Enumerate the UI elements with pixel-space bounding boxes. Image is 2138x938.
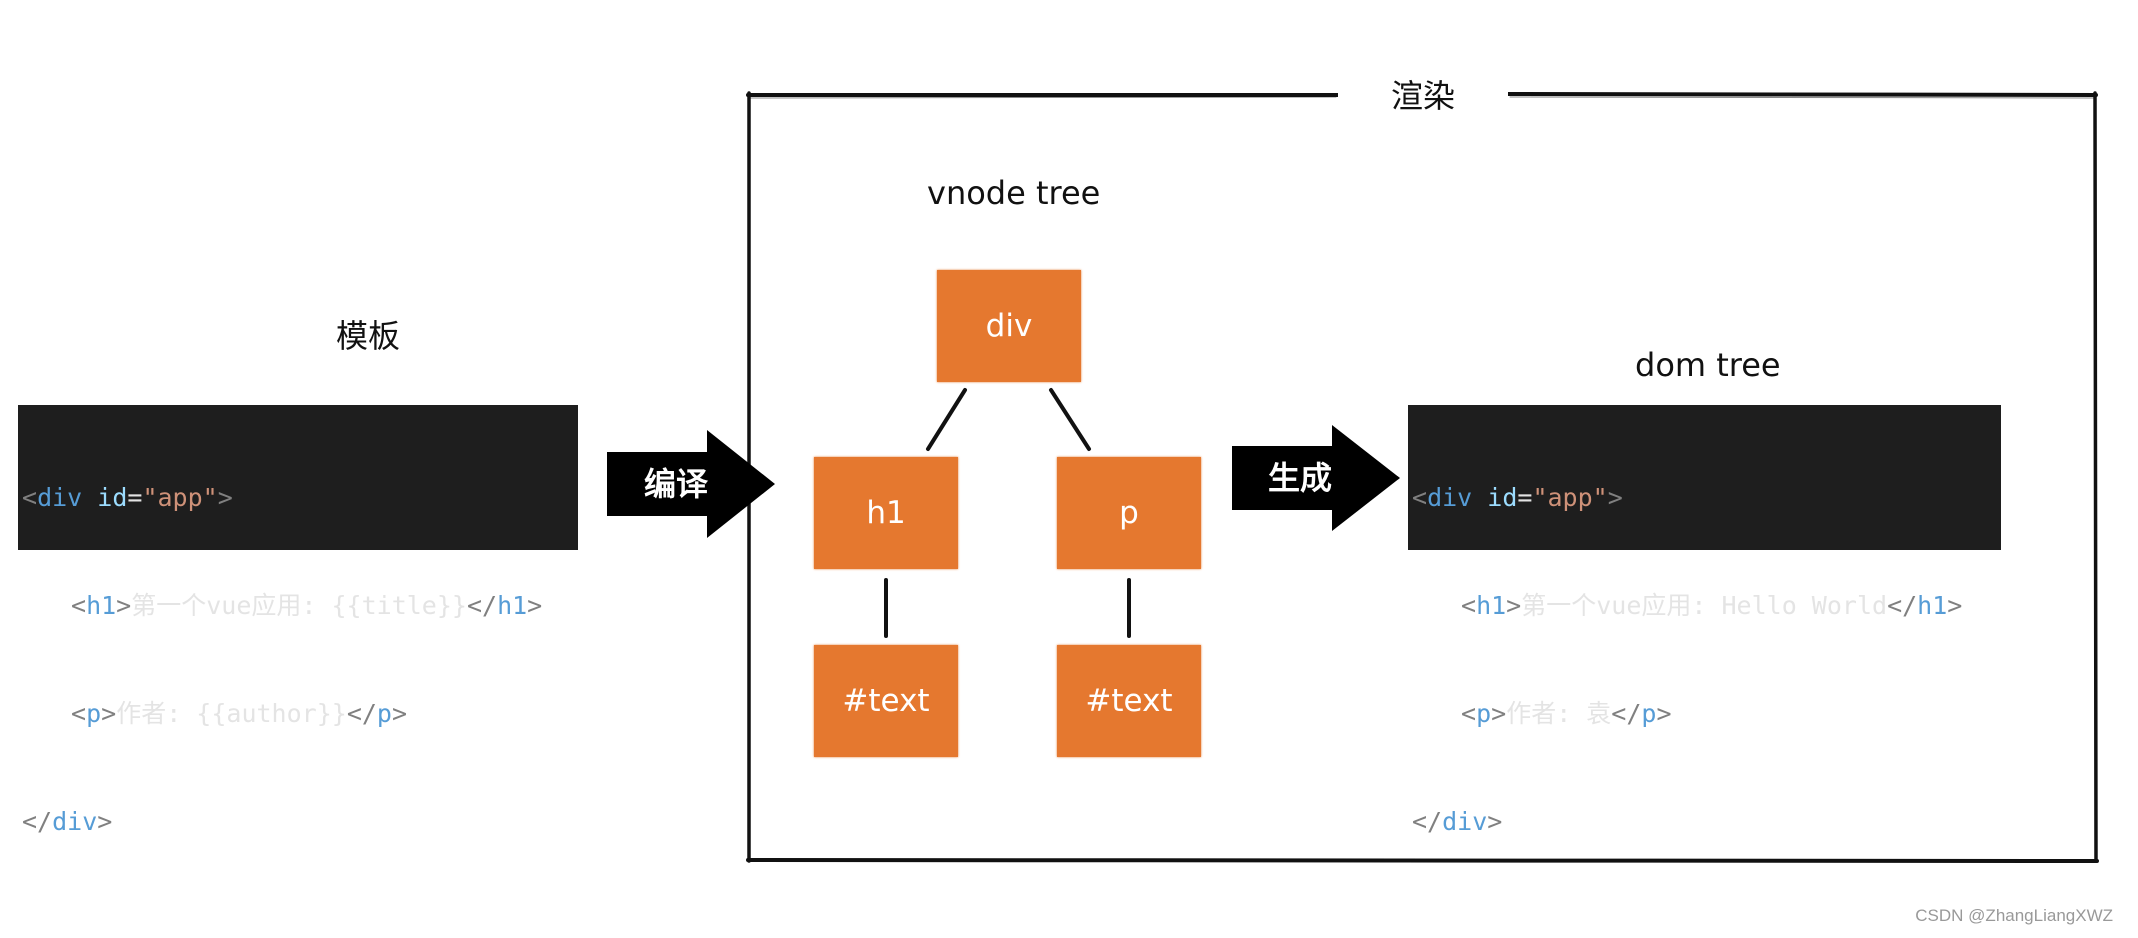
vnode-h1: h1 (814, 457, 958, 569)
template-label: 模板 (336, 317, 401, 355)
vnode-p-text: #text (1057, 645, 1201, 757)
dom-code-line-2: <h1>第一个vue应用: Hello World</h1> (1461, 591, 1963, 620)
dom-code-line-1: <div id="app"> (1412, 483, 1623, 512)
dom-code-line-4: </div> (1412, 807, 1503, 836)
dom-tree-label: dom tree (1635, 346, 1781, 384)
template-code-block: <div id="app"> <h1>第一个vue应用: {{title}}</… (18, 405, 578, 836)
vnode-h1-text: #text (814, 645, 958, 757)
dom-code-block: <div id="app"> <h1>第一个vue应用: Hello World… (1408, 405, 2001, 836)
vnode-tree-label: vnode tree (927, 174, 1101, 212)
vnode-p: p (1057, 457, 1201, 569)
compile-label: 编译 (644, 465, 709, 503)
template-code-line-4: </div> (22, 807, 113, 836)
generate-label: 生成 (1268, 459, 1333, 497)
template-code-line-3: <p>作者: {{author}}</p> (71, 699, 408, 728)
render-title: 渲染 (1338, 74, 1508, 118)
edge-div-h1 (926, 388, 967, 451)
template-code-line-2: <h1>第一个vue应用: {{title}}</h1> (71, 591, 543, 620)
vnode-div: div (937, 270, 1081, 382)
dom-code-line-3: <p>作者: 袁</p> (1461, 699, 1672, 728)
edge-div-p (1049, 388, 1091, 451)
template-code-line-1: <div id="app"> (22, 483, 233, 512)
watermark: CSDN @ZhangLiangXWZ (1915, 906, 2113, 925)
